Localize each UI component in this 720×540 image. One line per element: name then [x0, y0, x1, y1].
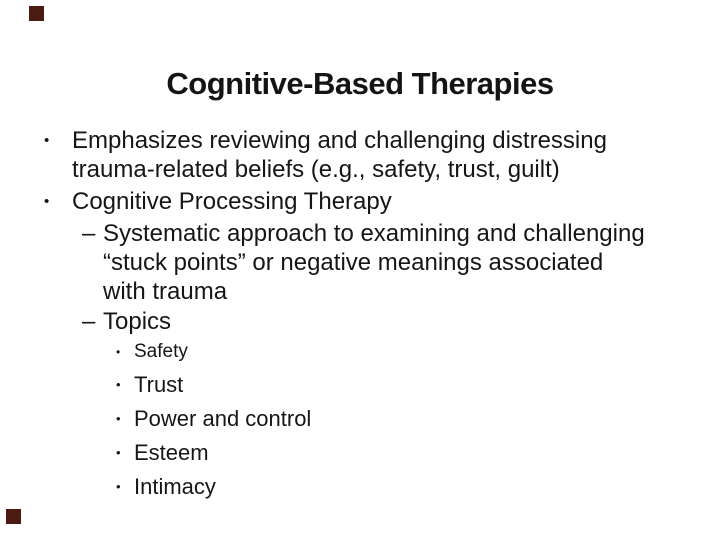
dash-bullet-icon: – [82, 308, 96, 335]
bullet-line: Cognitive Processing Therapy [72, 188, 392, 215]
bullet-line: Emphasizes reviewing and challenging dis… [72, 127, 607, 154]
slide-accent-square-top-left [29, 6, 44, 21]
bullet-dot-icon: • [116, 377, 121, 392]
bullet-dot-icon: • [116, 345, 121, 359]
bullet-text: Power and control [134, 405, 311, 432]
bullet-line: Power and control [134, 406, 312, 431]
bullet-line: with trauma [103, 278, 228, 305]
bullet-cognitive-processing-therapy: • Cognitive Processing Therapy [44, 187, 392, 216]
topic-item-esteem: • Esteem [116, 439, 209, 466]
bullet-dot-icon: • [44, 193, 50, 210]
bullet-text: Cognitive Processing Therapy [72, 187, 392, 216]
bullet-dot-icon: • [44, 132, 50, 149]
topic-item-trust: • Trust [116, 371, 183, 398]
bullet-line: Systematic approach to examining and cha… [103, 220, 645, 247]
bullet-line: Trust [134, 372, 184, 397]
bullet-text: Systematic approach to examining and cha… [103, 219, 645, 306]
bullet-text: Safety [134, 340, 188, 364]
slide-title: Cognitive-Based Therapies [166, 65, 554, 101]
bullet-dot-icon: • [116, 411, 121, 426]
bullet-line: Intimacy [134, 474, 216, 499]
bullet-line: “stuck points” or negative meanings asso… [103, 249, 604, 276]
bullet-dot-icon: • [116, 479, 121, 494]
topic-item-safety: • Safety [116, 340, 188, 364]
bullet-text: Esteem [134, 439, 209, 466]
slide-accent-square-bottom-left [6, 509, 21, 524]
bullet-line: Esteem [134, 440, 209, 465]
bullet-text: Emphasizes reviewing and challenging dis… [72, 126, 607, 184]
bullet-text: Intimacy [134, 473, 216, 500]
topic-item-intimacy: • Intimacy [116, 473, 216, 500]
sub-bullet-topics: – Topics [82, 307, 171, 336]
bullet-line: trauma-related beliefs (e.g., safety, tr… [72, 156, 560, 183]
bullet-dot-icon: • [116, 445, 121, 460]
sub-bullet-systematic-approach: – Systematic approach to examining and c… [82, 219, 645, 306]
bullet-line: Safety [134, 341, 188, 362]
dash-bullet-icon: – [82, 220, 96, 247]
bullet-emphasizes: • Emphasizes reviewing and challenging d… [44, 126, 607, 184]
bullet-line: Topics [103, 308, 172, 335]
bullet-text: Trust [134, 371, 183, 398]
bullet-text: Topics [103, 307, 171, 336]
topic-item-power-and-control: • Power and control [116, 405, 311, 432]
